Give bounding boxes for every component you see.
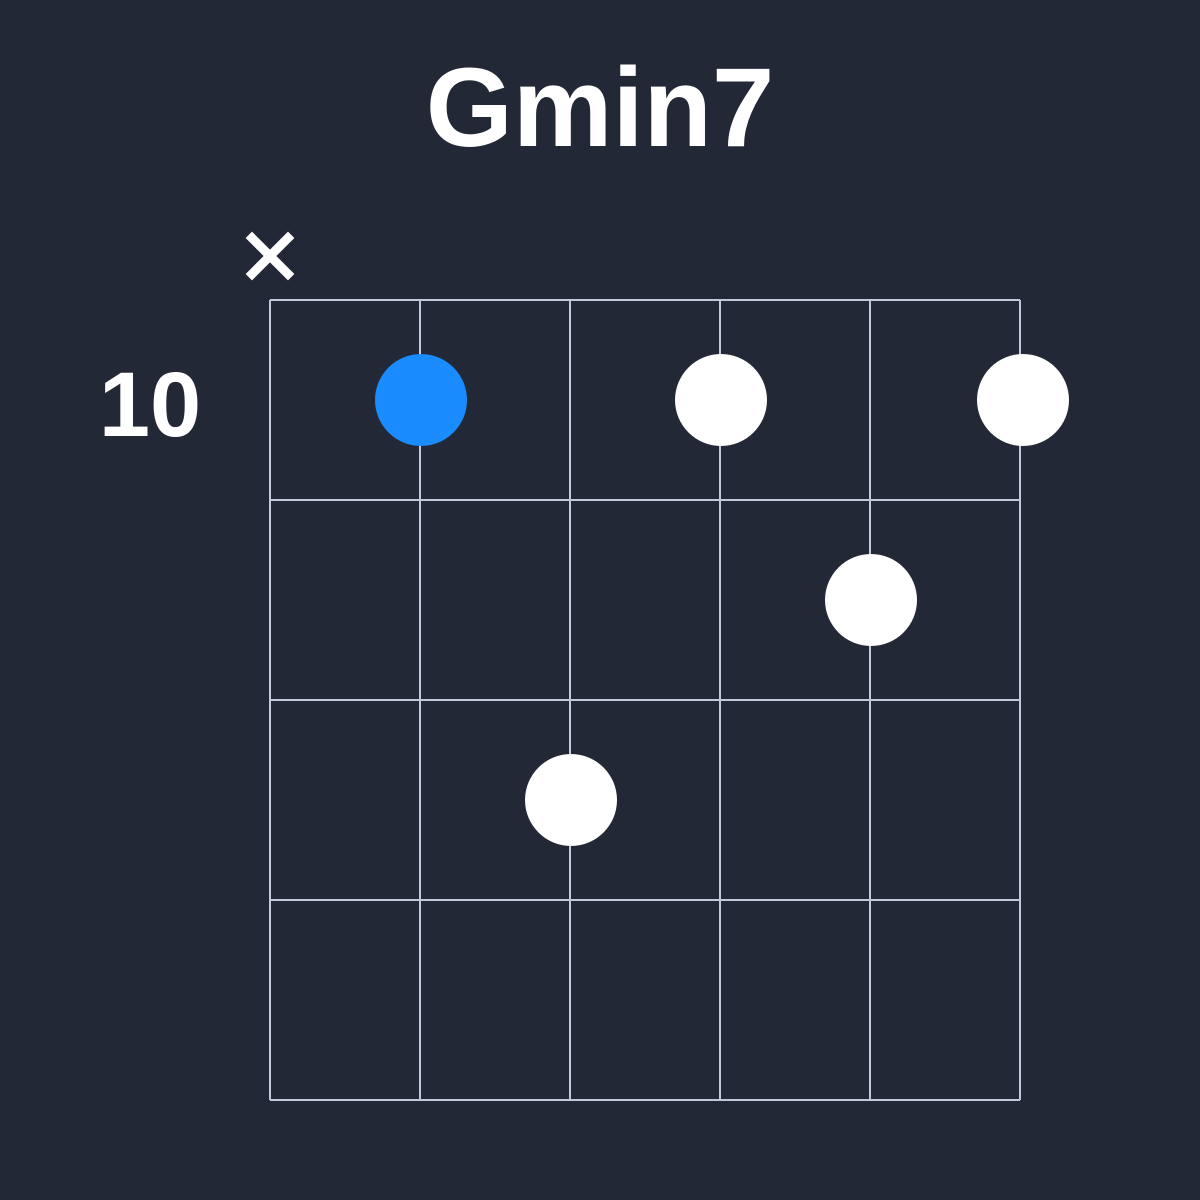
start-fret-number: 10 bbox=[98, 354, 202, 456]
x-icon bbox=[245, 231, 295, 281]
string-markers bbox=[245, 231, 295, 281]
finger-dot bbox=[825, 554, 917, 646]
finger-dot bbox=[977, 354, 1069, 446]
finger-dot bbox=[675, 354, 767, 446]
root-finger-dot bbox=[375, 354, 467, 446]
chord-title: Gmin7 bbox=[425, 45, 775, 170]
finger-dot bbox=[525, 754, 617, 846]
finger-dots bbox=[375, 354, 1069, 846]
